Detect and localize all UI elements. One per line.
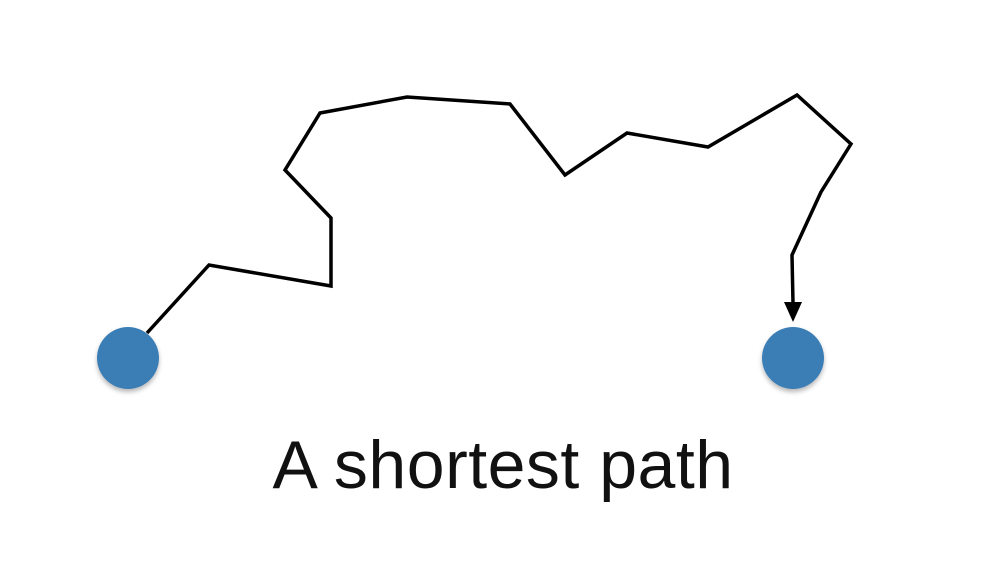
- caption: A shortest path: [272, 427, 734, 503]
- path-line: [145, 92, 854, 335]
- end-node: [762, 327, 824, 389]
- start-node: [97, 327, 159, 389]
- arrow-head: [784, 302, 802, 322]
